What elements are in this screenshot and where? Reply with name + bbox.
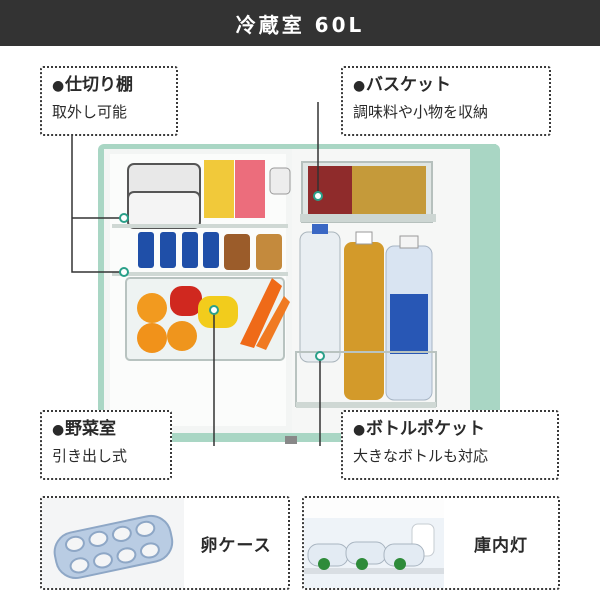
juice-pack <box>204 160 234 218</box>
shelf-title: 仕切り棚 <box>65 75 133 95</box>
food-container-bottom <box>127 191 201 229</box>
bullet-icon: ● <box>353 422 366 438</box>
water-bottle-cap <box>312 224 328 234</box>
snack-pack <box>352 166 426 216</box>
callout-dots <box>119 191 325 361</box>
water-bottle-2-cap <box>399 235 419 249</box>
fridge-illustration <box>0 46 600 490</box>
jar-2 <box>256 234 282 270</box>
callout-basket: ●バスケット 調味料や小物を収納 <box>341 66 551 136</box>
fridge-foot-right <box>285 436 297 444</box>
water-bottle <box>299 231 341 363</box>
fridge-drawing <box>71 102 500 446</box>
carrot-1 <box>240 278 282 348</box>
callout-bottle-pocket: ●ボトルポケット 大きなボトルも対応 <box>341 410 559 480</box>
door-basket-rail <box>300 214 436 222</box>
bullet-icon: ● <box>52 422 65 438</box>
page-title: 冷蔵室 60L <box>235 12 365 37</box>
bottle-pocket-rail <box>296 402 436 408</box>
egg-case-image <box>42 498 184 588</box>
fridge-door-edge <box>474 144 496 436</box>
sauce-pack <box>308 166 352 216</box>
interior-light-image <box>304 498 444 588</box>
bottles-row <box>307 541 425 570</box>
callout-shelf: ●仕切り棚 取外し可能 <box>40 66 178 136</box>
feature-interior-light: 庫内灯 <box>302 496 560 590</box>
carrot-2 <box>256 296 290 350</box>
shelf-subtitle: 取外し可能 <box>52 103 128 121</box>
page-header: 冷蔵室 60L <box>0 0 600 46</box>
interior-light-label: 庫内灯 <box>474 535 528 556</box>
tea-bottle <box>344 242 384 400</box>
jar-1 <box>224 234 250 270</box>
bullet-icon: ● <box>52 78 65 94</box>
orange-2 <box>137 323 167 353</box>
vegetable-title: 野菜室 <box>65 419 116 439</box>
egg-case-label: 卵ケース <box>200 535 272 556</box>
bottle-pocket-subtitle: 大きなボトルも対応 <box>353 447 489 465</box>
callout-vegetable: ●野菜室 引き出し式 <box>40 410 172 480</box>
bottle-pocket-title: ボトルポケット <box>366 419 485 439</box>
shelf-2 <box>112 272 288 276</box>
bullet-icon: ● <box>353 78 366 94</box>
basket-title: バスケット <box>366 75 451 95</box>
water-bottle-2-label <box>390 294 428 354</box>
basket-subtitle: 調味料や小物を収納 <box>353 103 489 121</box>
callout-leader-lines <box>71 102 321 446</box>
orange-3 <box>167 321 197 351</box>
shelf-leader <box>71 136 124 273</box>
feature-egg-case: 卵ケース <box>40 496 290 590</box>
drink-bottles <box>138 232 219 268</box>
red-pepper <box>170 286 202 316</box>
tea-bottle-cap <box>355 231 373 245</box>
orange-1 <box>137 293 167 323</box>
shelf-1 <box>112 224 288 228</box>
juice-pack-pink <box>235 160 265 218</box>
thermostat-dial <box>269 167 291 195</box>
vegetable-subtitle: 引き出し式 <box>52 447 128 465</box>
